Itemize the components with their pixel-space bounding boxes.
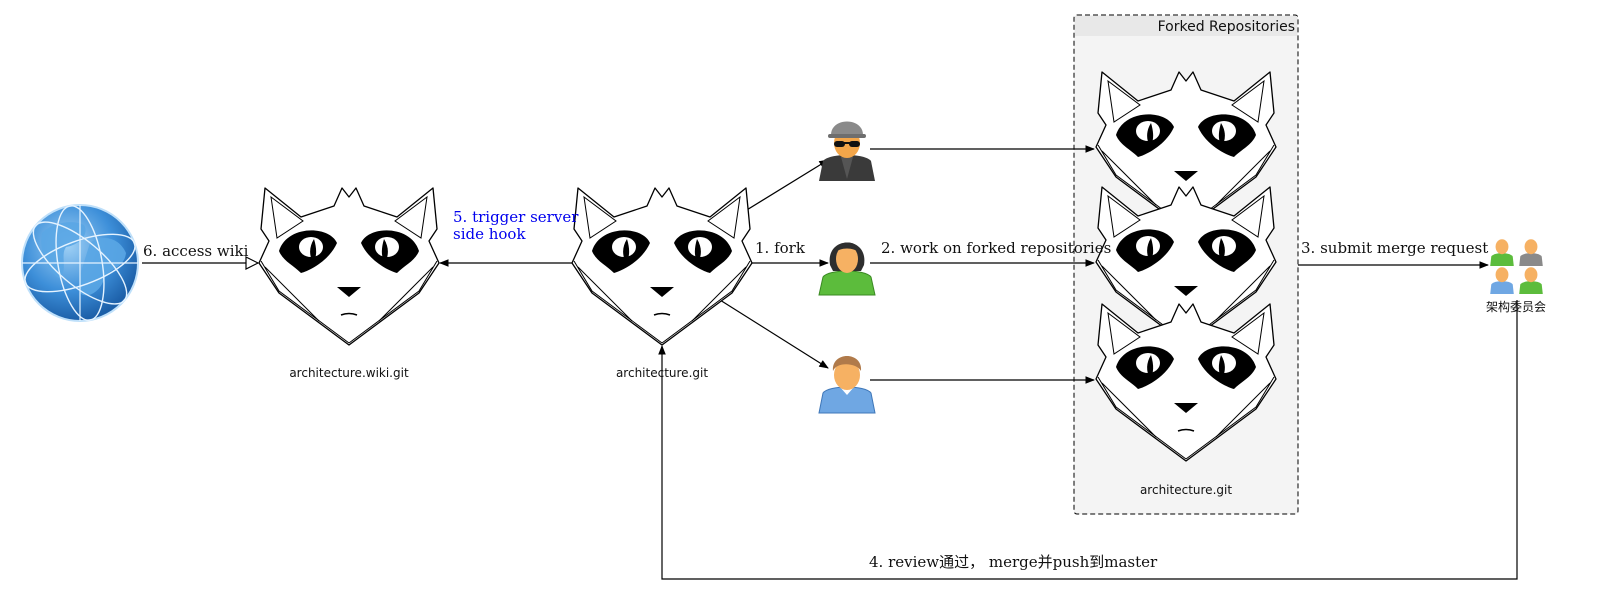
developers: [818, 121, 876, 414]
main-repo-node: architecture.git: [571, 187, 753, 380]
gitlab-cat-icon: [258, 187, 440, 346]
edge-review-merge: [658, 300, 1518, 580]
label-work: 2. work on forked repositories: [881, 239, 1111, 257]
user-group-icon: [1490, 239, 1543, 294]
wiki-repo-label: architecture.wiki.git: [289, 366, 409, 380]
label-trigger-line1: 5. trigger server: [453, 208, 579, 226]
label-access-wiki: 6. access wiki: [143, 242, 249, 260]
edge-fork-1: [736, 159, 829, 217]
label-trigger-line2: side hook: [453, 225, 526, 243]
wiki-repo-node: architecture.wiki.git: [258, 187, 440, 380]
globe-icon: [21, 204, 139, 322]
forked-group-title: Forked Repositories: [1158, 19, 1295, 35]
label-submit: 3. submit merge request: [1301, 239, 1488, 257]
label-fork: 1. fork: [755, 239, 806, 257]
committee-label: 架构委员会: [1486, 299, 1546, 314]
forked-repo-label: architecture.git: [1140, 483, 1232, 497]
label-review: 4. review通过， merge并push到master: [869, 553, 1158, 571]
main-repo-label: architecture.git: [616, 366, 708, 380]
edges: [142, 145, 1518, 580]
forked-repos: architecture.git: [1095, 71, 1277, 497]
edge-fork-3: [719, 299, 829, 369]
female-user-icon: [818, 242, 876, 296]
spy-user-icon: [819, 121, 875, 181]
gitlab-cat-icon: [571, 187, 753, 346]
edge-labels: 6. access wiki 5. trigger server side ho…: [140, 208, 1488, 571]
committee-node: 架构委员会: [1486, 239, 1546, 314]
male-user-icon: [818, 355, 876, 414]
